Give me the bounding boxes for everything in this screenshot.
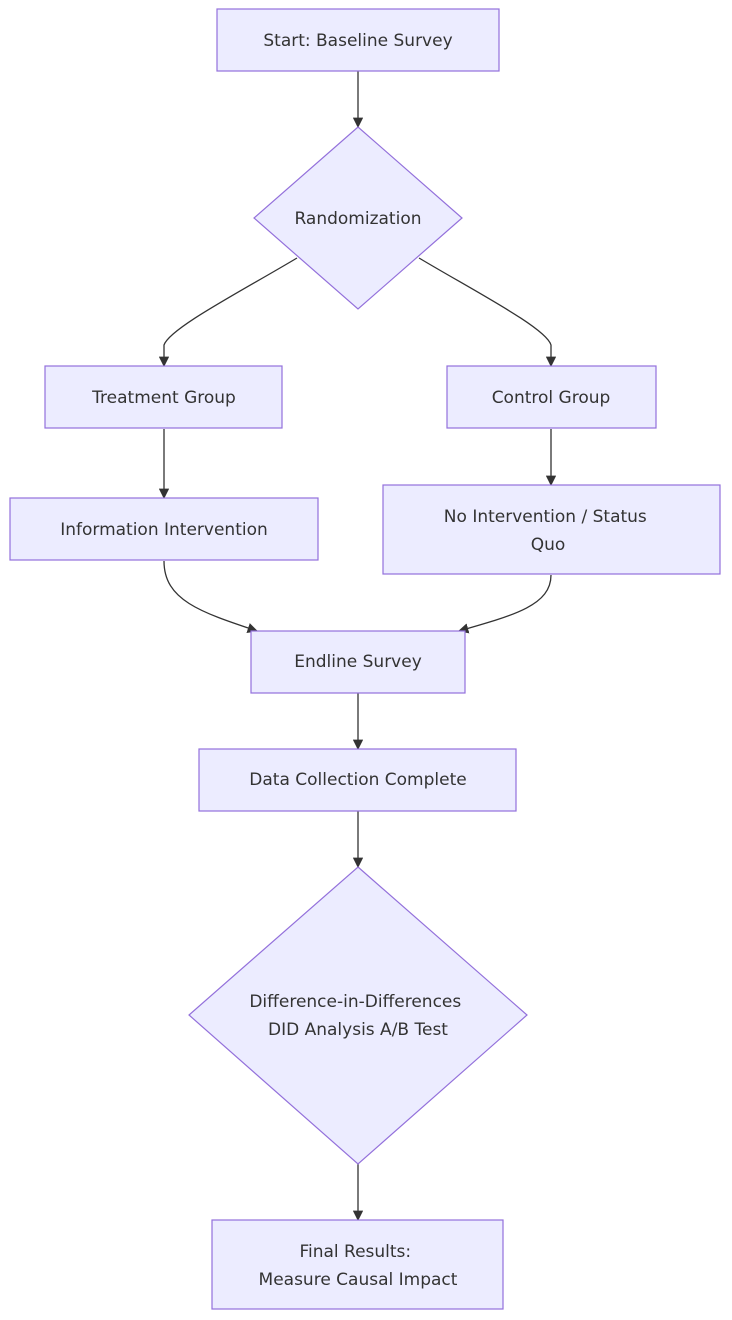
node-treatment-box (44, 365, 283, 429)
node-start-box (216, 8, 500, 72)
edges (158, 71, 557, 1222)
node-control: Control Group (446, 365, 657, 429)
node-endline: Endline Survey (250, 630, 466, 694)
node-control-label: Control Group (492, 388, 611, 408)
edge-randomization-to-control (418, 257, 557, 368)
node-endline-box (250, 630, 466, 694)
node-no-intervention: No Intervention / Status Quo (382, 484, 721, 575)
node-did: Difference-in-Differences DID Analysis A… (188, 866, 528, 1165)
edge-information-to-endline (163, 560, 258, 633)
node-information-label: Information Intervention (60, 520, 268, 540)
node-data-collection-box (198, 748, 517, 812)
node-start-label: Start: Baseline Survey (263, 31, 452, 51)
node-treatment-label: Treatment Group (91, 388, 236, 408)
node-randomization-diamond (253, 126, 463, 310)
edge-randomization-to-treatment (158, 257, 298, 368)
node-did-label: Difference-in-Differences DID Analysis A… (249, 992, 466, 1040)
node-start: Start: Baseline Survey (216, 8, 500, 72)
node-control-box (446, 365, 657, 429)
node-final-label: Final Results: Measure Causal Impact (259, 1242, 458, 1290)
node-information: Information Intervention (9, 497, 319, 561)
node-final-box (211, 1219, 504, 1310)
node-did-diamond (188, 866, 528, 1165)
node-no-intervention-box (382, 484, 721, 575)
node-information-box (9, 497, 319, 561)
edge-no-intervention-to-endline (458, 574, 552, 634)
node-treatment: Treatment Group (44, 365, 283, 429)
node-endline-label: Endline Survey (294, 652, 422, 672)
node-data-collection-label: Data Collection Complete (249, 770, 466, 790)
node-randomization-label: Randomization (294, 209, 421, 229)
node-randomization: Randomization (253, 126, 463, 310)
node-final: Final Results: Measure Causal Impact (211, 1219, 504, 1310)
node-no-intervention-label: No Intervention / Status Quo (444, 507, 652, 555)
node-data-collection: Data Collection Complete (198, 748, 517, 812)
